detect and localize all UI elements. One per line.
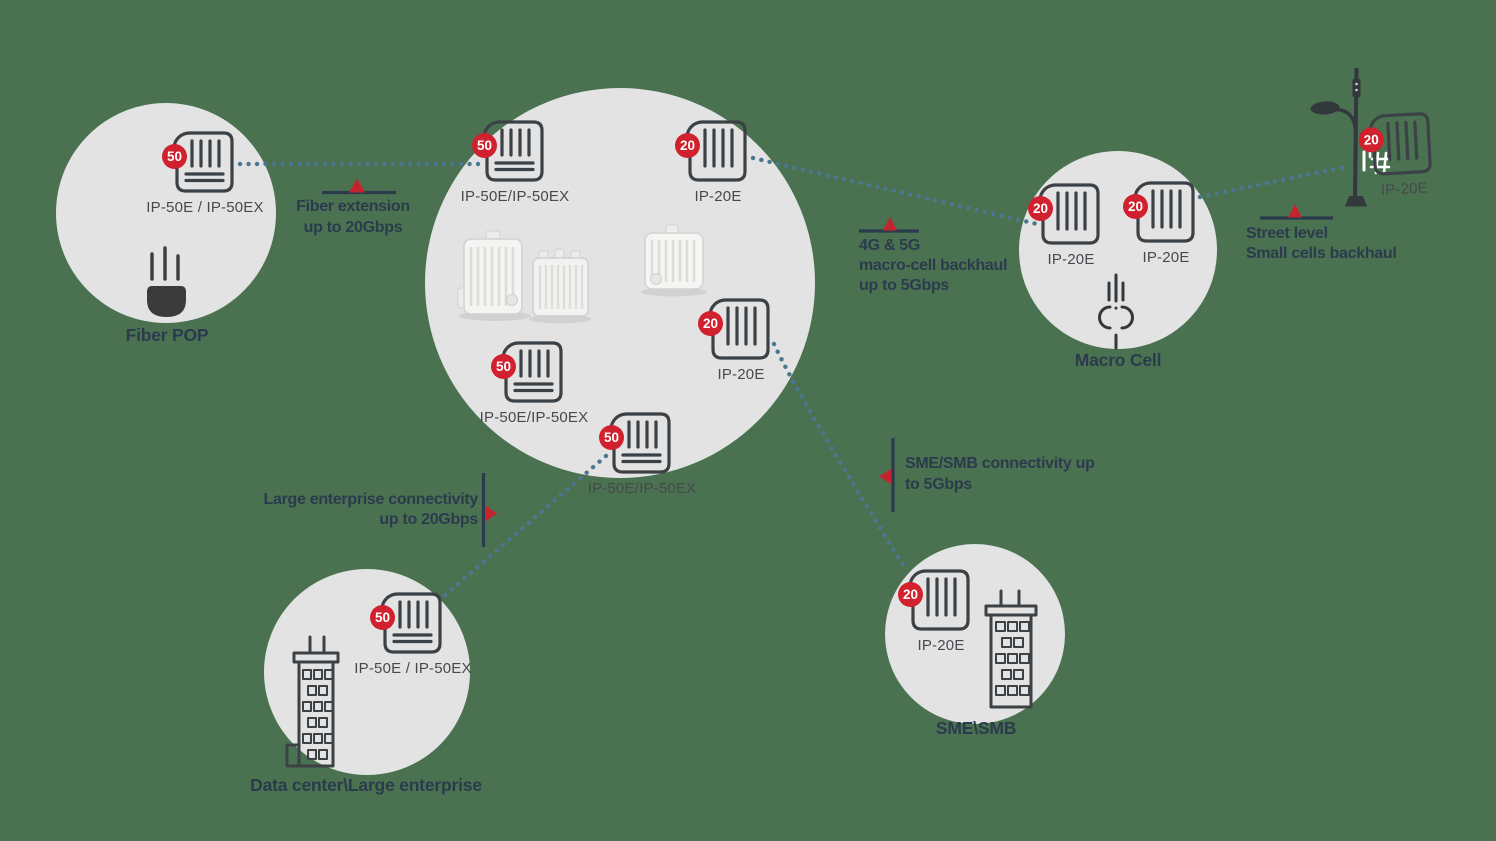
caption-line: up to 20Gbps (303, 219, 403, 236)
caption-line: to 5Gbps (905, 476, 972, 493)
device-street-ip20: 20 IP-20E (1358, 109, 1435, 199)
device-label: IP-20E (717, 366, 765, 383)
link-hub-sme (771, 341, 908, 571)
device-label: IP-50E/IP-50EX (587, 480, 697, 497)
zone-label-fiber-pop: Fiber POP (125, 325, 209, 345)
marker-triangle-fiber-icon (349, 178, 365, 193)
zone-label-macro-cell: Macro Cell (1074, 350, 1162, 370)
device-label: IP-20E (1047, 251, 1095, 268)
device-hub-ip50-mid: 50 IP-50E/IP-50EX (480, 339, 588, 426)
capacity-badge: 20 (1123, 194, 1148, 219)
caption-fiber-extension: Fiber extension up to 20Gbps (296, 196, 410, 238)
device-sme-ip20: 20 IP-20E (898, 567, 973, 654)
capacity-badge: 50 (599, 425, 624, 450)
device-label: IP-50E/IP-50EX (479, 409, 589, 426)
marker-triangle-street-icon (1288, 204, 1302, 218)
device-hub-ip50-top: 50 IP-50E/IP-50EX (461, 118, 569, 205)
marker-triangle-enterprise-icon (486, 506, 497, 521)
device-datacenter-ip50: 50 IP-50E / IP-50EX (354, 590, 472, 677)
caption-line: Large enterprise connectivity (263, 491, 479, 508)
link-macrocell-streetlamp (1197, 163, 1352, 200)
device-macro-ip20-right: 20 IP-20E (1123, 179, 1198, 266)
device-label: IP-20E (1142, 249, 1190, 266)
device-macro-ip20-left: 20 IP-20E (1028, 181, 1103, 268)
capacity-badge: 20 (898, 582, 923, 607)
capacity-badge: 50 (162, 144, 187, 169)
device-label: IP-50E / IP-50EX (146, 199, 264, 216)
marker-triangle-macro-icon (883, 217, 897, 231)
device-hub-ip20-mid: 20 IP-20E (698, 296, 773, 383)
zone-label-sme-smb: SME\SMB (935, 718, 1017, 738)
device-label: IP-50E / IP-50EX (354, 660, 472, 677)
capacity-badge: 50 (472, 133, 497, 158)
device-label: IP-20E (1380, 179, 1429, 199)
device-label: IP-20E (694, 188, 742, 205)
caption-line: up to 5Gbps (859, 277, 950, 294)
caption-street-level: Street level Small cells backhaul (1246, 224, 1397, 264)
capacity-badge: 20 (698, 311, 723, 336)
caption-sme-connectivity: SME/SMB connectivity up to 5Gbps (905, 453, 1095, 495)
device-label: IP-20E (917, 637, 965, 654)
capacity-badge: 50 (370, 605, 395, 630)
device-label: IP-50E/IP-50EX (460, 188, 570, 205)
caption-line: Fiber extension (296, 198, 410, 215)
marker-triangle-sme-icon (879, 469, 891, 484)
caption-macro-backhaul: 4G & 5G macro-cell backhaul up to 5Gbps (859, 236, 1007, 296)
caption-line: SME/SMB connectivity up (905, 455, 1095, 472)
caption-enterprise-connectivity: Large enterprise connectivity up to 20Gb… (264, 490, 479, 530)
device-hub-ip50-bottom: 50 IP-50E/IP-50EX (588, 410, 696, 497)
caption-line: Small cells backhaul (1246, 245, 1397, 262)
capacity-badge: 20 (675, 133, 700, 158)
device-hub-ip20-top: 20 IP-20E (675, 118, 750, 205)
zone-label-data-center: Data center\Large enterprise (250, 775, 482, 795)
capacity-badge: 20 (1028, 196, 1053, 221)
capacity-badge: 50 (491, 354, 516, 379)
device-fiberpop-ip50: 50 IP-50E / IP-50EX (146, 129, 264, 216)
caption-line: up to 20Gbps (379, 511, 478, 528)
caption-line: 4G & 5G (859, 237, 921, 254)
caption-line: macro-cell backhaul (859, 257, 1008, 274)
caption-line: Street level (1246, 225, 1328, 242)
